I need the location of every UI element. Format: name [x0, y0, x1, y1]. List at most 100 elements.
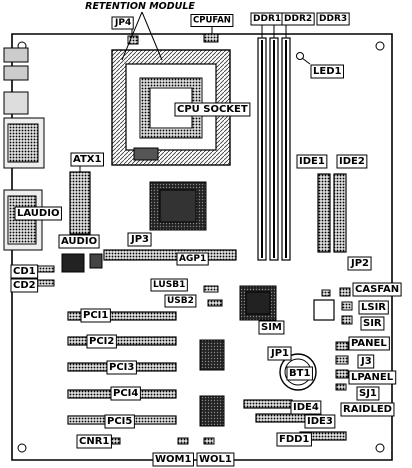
- label-sj1: SJ1: [356, 386, 380, 401]
- label-cpufan-box: [190, 14, 234, 27]
- label-lpanel: LPANEL: [348, 370, 397, 385]
- label-lpanel-text: LPANEL: [351, 372, 394, 383]
- label-pci4: PCI4: [110, 386, 141, 401]
- northbridge-chip: [149, 181, 207, 231]
- label-jp4: JP4: [111, 16, 134, 30]
- label-panel: PANEL: [348, 336, 390, 351]
- label-agp1: AGP1: [176, 252, 209, 266]
- label-cpufan-text: CPUFAN: [193, 16, 231, 26]
- jp2-jumper: [321, 289, 331, 297]
- label-ide1-box: [296, 154, 328, 169]
- label-bt1-box: [286, 366, 313, 381]
- label-j3-box: [357, 354, 375, 369]
- j3-header: [335, 355, 349, 365]
- label-raidled-box: [340, 402, 395, 417]
- ide4-connector: [243, 399, 293, 409]
- lpanel-header: [335, 369, 349, 379]
- label-sim-text: SIM: [261, 322, 282, 333]
- label-usb2: USB2: [164, 294, 197, 308]
- label-ddr2: DDR2: [281, 12, 315, 26]
- casfan-header: [339, 287, 351, 297]
- label-jp4-text: JP4: [114, 18, 131, 28]
- cd1-header: [37, 265, 55, 273]
- label-wol1: WOL1: [196, 452, 235, 467]
- label-fdd1: FDD1: [276, 432, 312, 447]
- label-ide4: IDE4: [290, 400, 322, 415]
- label-jp4-box: [111, 16, 134, 30]
- label-pci2-text: PCI2: [89, 336, 114, 347]
- label-pci4-text: PCI4: [113, 388, 138, 399]
- io-chip: [313, 299, 335, 321]
- label-cpu-socket-text: CPU SOCKET: [177, 104, 248, 115]
- label-atx1: ATX1: [70, 152, 104, 167]
- label-cd1-text: CD1: [13, 266, 36, 277]
- retention-module-header: RETENTION MODULE: [85, 1, 195, 12]
- label-raidled: RAIDLED: [340, 402, 395, 417]
- dimm-slots: [257, 37, 291, 261]
- label-jp1-text: JP1: [270, 348, 289, 359]
- label-ide3-box: [304, 414, 336, 429]
- label-ide2-box: [336, 154, 368, 169]
- label-ide4-box: [290, 400, 322, 415]
- label-usb2-box: [164, 294, 197, 308]
- label-ddr3-box: [316, 12, 350, 26]
- label-led1-text: LED1: [313, 66, 342, 77]
- label-sj1-box: [356, 386, 380, 401]
- label-panel-box: [348, 336, 390, 351]
- label-wom1-text: WOM1: [155, 454, 191, 465]
- label-agp1-box: [176, 252, 209, 266]
- lusb1-header: [203, 285, 219, 293]
- label-jp2: JP2: [347, 256, 372, 271]
- label-j3: J3: [357, 354, 375, 369]
- label-sim: SIM: [258, 320, 285, 335]
- label-cd2-box: [10, 278, 39, 293]
- label-cnr1-box: [76, 434, 112, 449]
- label-ddr2-box: [281, 12, 315, 26]
- label-fdd1-box: [276, 432, 312, 447]
- label-ide1: IDE1: [296, 154, 328, 169]
- label-pci2: PCI2: [86, 334, 117, 349]
- label-pci5: PCI5: [104, 414, 135, 429]
- label-agp1-text: AGP1: [179, 254, 206, 264]
- ide2-connector: [333, 173, 347, 253]
- label-j3-text: J3: [360, 356, 372, 367]
- label-laudio-text: LAUDIO: [17, 208, 59, 219]
- label-sj1-text: SJ1: [359, 388, 377, 399]
- label-ddr1: DDR1: [250, 12, 284, 26]
- label-wom1-box: [152, 452, 194, 467]
- ide1-connector: [317, 173, 331, 253]
- label-pci2-box: [86, 334, 117, 349]
- label-pci3-box: [106, 360, 137, 375]
- jp4-jumper: [127, 35, 139, 45]
- label-casfan-box: [352, 282, 402, 297]
- label-wol1-box: [196, 452, 235, 467]
- label-lusb1: LUSB1: [150, 278, 188, 292]
- label-bt1: BT1: [286, 366, 313, 381]
- label-ddr2-text: DDR2: [284, 14, 312, 24]
- label-usb2-text: USB2: [167, 296, 194, 306]
- label-lusb1-text: LUSB1: [153, 280, 185, 290]
- label-led1: LED1: [310, 64, 345, 79]
- label-cnr1-text: CNR1: [79, 436, 109, 447]
- label-laudio: LAUDIO: [14, 206, 62, 221]
- label-ddr1-text: DDR1: [253, 14, 281, 24]
- label-audio-box: [58, 234, 100, 249]
- panel-header: [335, 341, 349, 351]
- pci-side-chip-2: [199, 395, 225, 427]
- label-casfan-text: CASFAN: [355, 284, 399, 295]
- lsir-header: [341, 301, 353, 311]
- label-lpanel-box: [348, 370, 397, 385]
- label-ddr3-text: DDR3: [319, 14, 347, 24]
- label-cd1: CD1: [10, 264, 39, 279]
- label-wol1-text: WOL1: [199, 454, 232, 465]
- label-fdd1-text: FDD1: [279, 434, 309, 445]
- label-jp3-text: JP3: [130, 234, 149, 245]
- label-cpufan: CPUFAN: [190, 14, 234, 27]
- label-lsir: LSIR: [358, 300, 389, 315]
- pci-side-chip-1: [199, 339, 225, 371]
- wom1-header: [177, 437, 189, 445]
- label-cd2-text: CD2: [13, 280, 36, 291]
- label-panel-text: PANEL: [351, 338, 387, 349]
